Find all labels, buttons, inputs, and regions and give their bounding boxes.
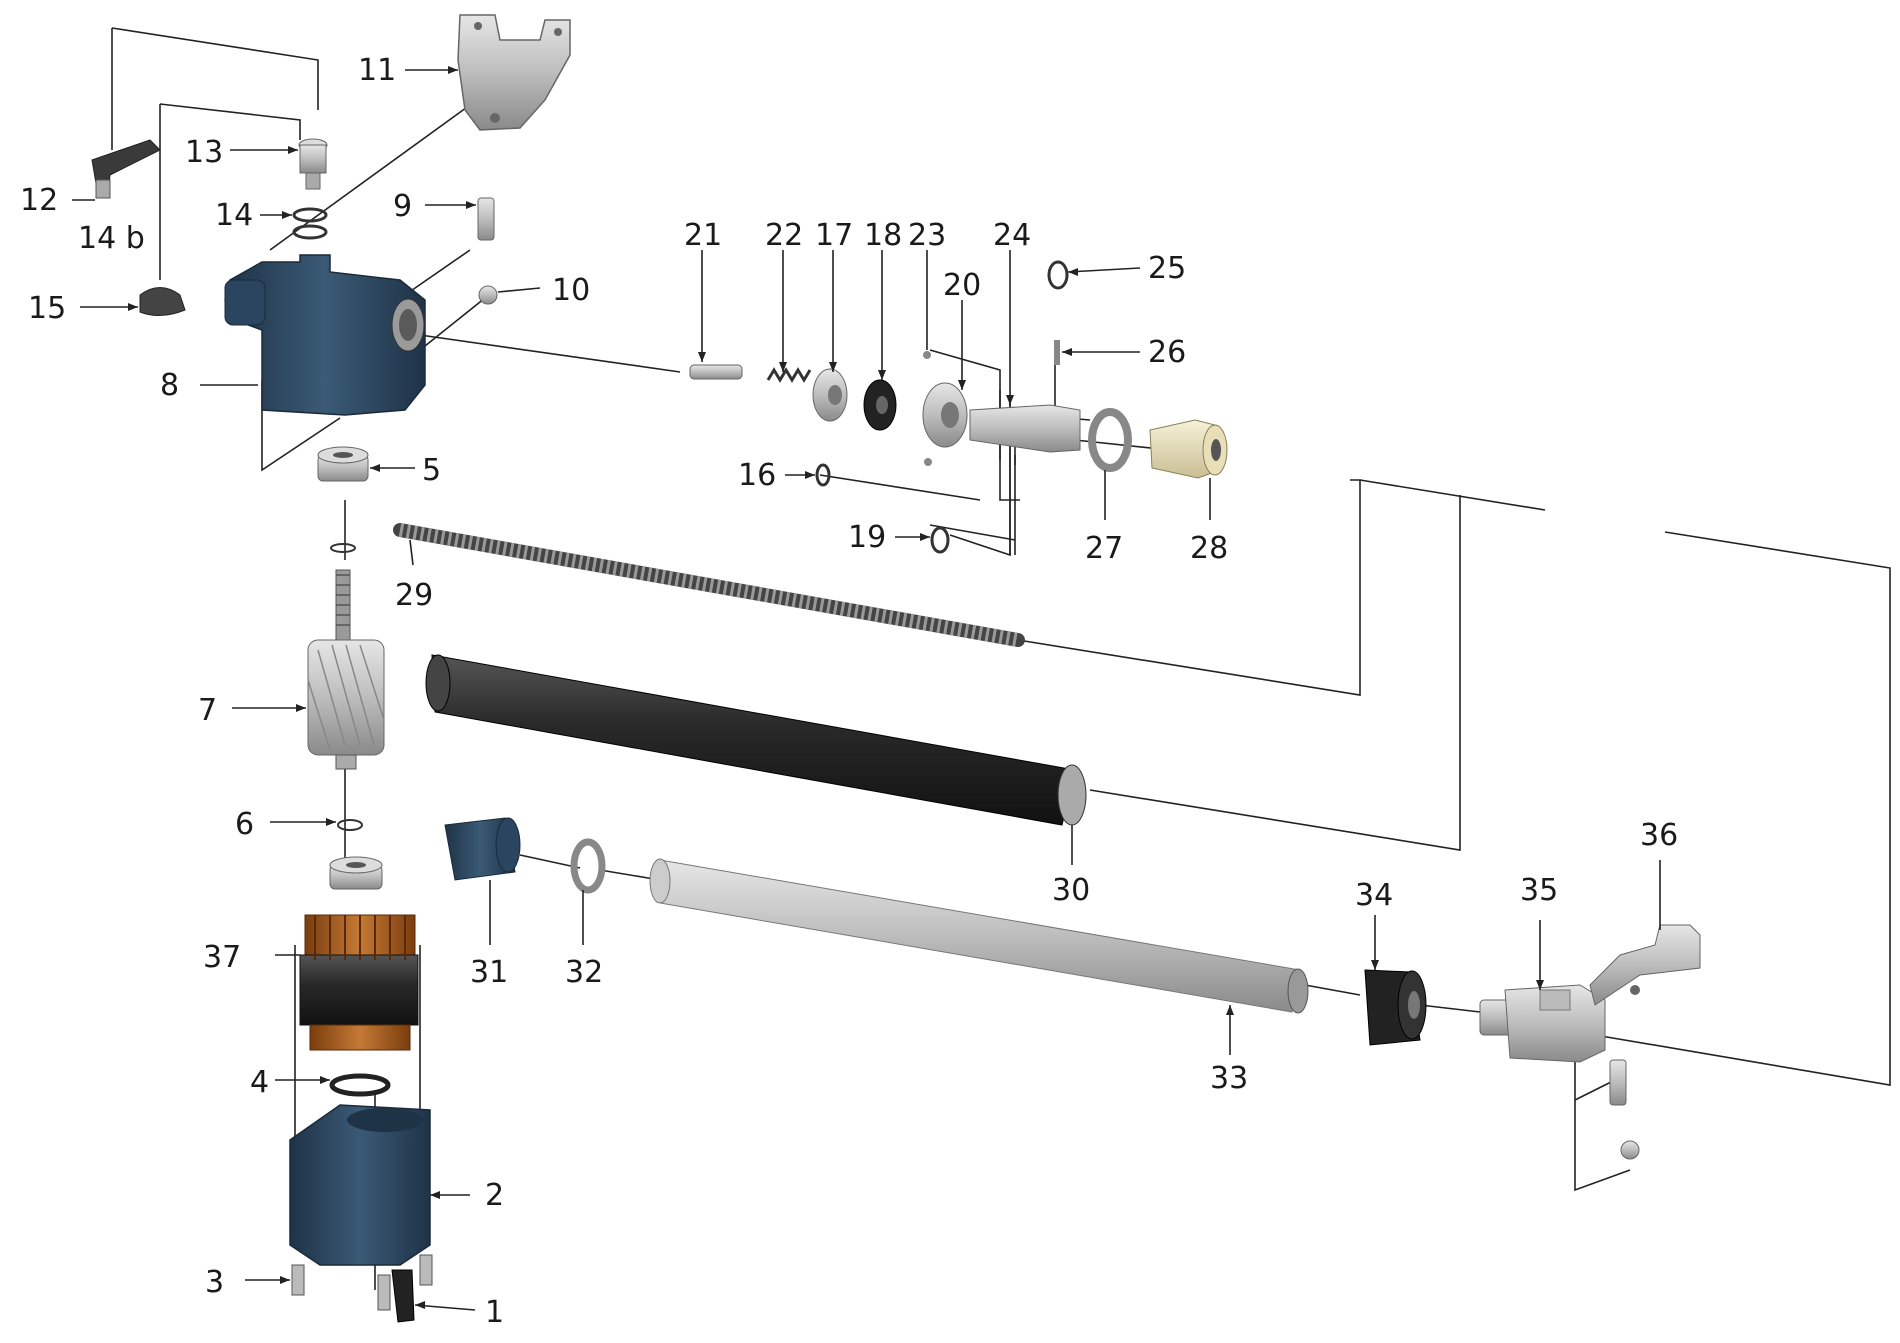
callout-12: 12: [20, 183, 58, 218]
part-11-mounting-bracket: [457, 14, 571, 131]
callout-26: 26: [1148, 335, 1186, 370]
part-27-washer: [1088, 408, 1132, 472]
callout-36: 36: [1640, 818, 1678, 853]
callout-27: 27: [1085, 531, 1123, 566]
callout-13: 13: [185, 135, 223, 170]
callout-22: 22: [765, 218, 803, 253]
callout-1: 1: [485, 1295, 504, 1330]
callout-30: 30: [1052, 873, 1090, 908]
part-25-ring: [1047, 260, 1069, 290]
callout-23: 23: [908, 218, 946, 253]
part-12-release-lever: [91, 139, 161, 199]
callout-8: 8: [160, 368, 179, 403]
part-33-push-tube: [649, 858, 1309, 1014]
callout-15: 15: [28, 291, 66, 326]
part-6-circlip: [337, 819, 363, 831]
callout-19: 19: [848, 520, 886, 555]
part-34-end-bush: [1364, 969, 1427, 1046]
part-1-cable-gland: [377, 1269, 415, 1323]
callout-16: 16: [738, 458, 776, 493]
part-23-pin: [923, 351, 932, 466]
callout-5: 5: [422, 453, 441, 488]
part-nut-rear: [1620, 1140, 1640, 1160]
callout-37: 37: [203, 940, 241, 975]
part-16-o-ring: [815, 463, 831, 487]
part-22-spring: [766, 367, 812, 383]
part-18-gear-black: [863, 379, 897, 431]
part-36-rear-bracket: [1589, 924, 1701, 1006]
callout-2: 2: [485, 1178, 504, 1213]
part-21-pin: [689, 364, 743, 380]
callout-7: 7: [198, 693, 217, 728]
part-13-bolt: [298, 138, 328, 190]
part-29-lead-screw: [393, 523, 1025, 647]
part-19-o-ring: [930, 526, 950, 554]
callout-33: 33: [1210, 1061, 1248, 1096]
callout-21: 21: [684, 218, 722, 253]
assembly-lines: [111, 27, 1891, 1290]
callout-17: 17: [815, 218, 853, 253]
callout-34: 34: [1355, 878, 1393, 913]
part-37-stator: [299, 914, 419, 1051]
callout-18: 18: [864, 218, 902, 253]
callout-14: 14: [215, 198, 253, 233]
callout-35: 35: [1520, 873, 1558, 908]
part-31-guide-bush: [444, 817, 521, 881]
part-17-gear: [812, 368, 848, 422]
callout-28: 28: [1190, 531, 1228, 566]
callout-4: 4: [250, 1065, 269, 1100]
callout-20: 20: [943, 268, 981, 303]
part-28-threaded-nut: [1149, 419, 1228, 479]
part-32-seal: [570, 838, 606, 894]
callout-31: 31: [470, 955, 508, 990]
part-14-washer: [292, 207, 328, 240]
part-26-pin: [1054, 340, 1060, 365]
callout-14b: 14 b: [78, 221, 145, 256]
part-9-pin: [477, 197, 495, 241]
callout-6: 6: [235, 807, 254, 842]
part-20-gear: [922, 382, 968, 448]
part-pin-rear: [1609, 1059, 1627, 1106]
part-30-outer-tube: [425, 654, 1087, 826]
callout-29: 29: [395, 578, 433, 613]
part-2-motor-housing: [289, 1104, 431, 1266]
part-circlip-upper: [330, 543, 356, 553]
callout-arrows: [72, 66, 1661, 1311]
part-5-bearing: [317, 446, 369, 482]
part-7-rotor-armature: [307, 569, 385, 770]
callout-11: 11: [358, 53, 396, 88]
callout-10: 10: [552, 273, 590, 308]
part-8-gear-housing: [224, 254, 426, 416]
callout-24: 24: [993, 218, 1031, 253]
part-3-screws: [291, 1254, 433, 1296]
part-4-o-ring: [329, 1073, 391, 1097]
part-35-rod-end: [1479, 984, 1606, 1063]
callout-3: 3: [205, 1265, 224, 1300]
part-lower-bearing: [329, 856, 383, 890]
callout-labels: 11 13 12 14 14 b 15 9 10 8 5 7 6 37 4 2 …: [20, 53, 1678, 1330]
callout-25: 25: [1148, 251, 1186, 286]
part-24-output-shaft: [969, 404, 1081, 453]
part-15-key: [139, 287, 186, 316]
part-10-nut: [478, 285, 498, 305]
callout-32: 32: [565, 955, 603, 990]
callout-9: 9: [393, 189, 412, 224]
